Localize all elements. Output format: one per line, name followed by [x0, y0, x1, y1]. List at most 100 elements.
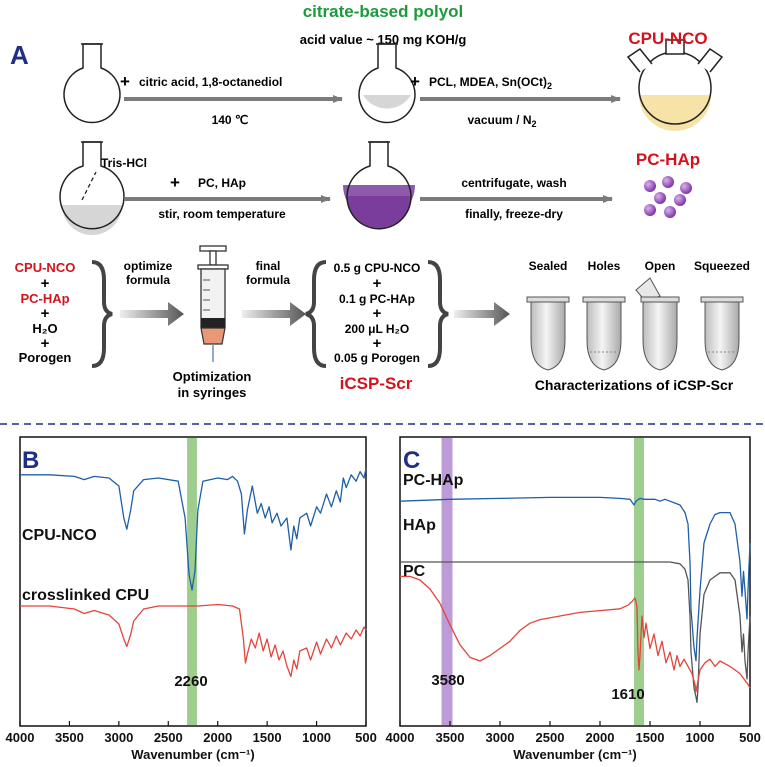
row1-step1-condition: 140 ℃: [212, 113, 249, 127]
row2-step2-condition: finally, freeze-dry: [465, 207, 563, 221]
component-pc-hap: PC-HAp: [20, 291, 69, 306]
plus-icon: +: [170, 173, 180, 192]
polyol-title: citrate-based polyol: [303, 2, 464, 21]
flask-empty: [63, 43, 121, 124]
tube-label-sealed: Sealed: [529, 259, 568, 273]
arrow-final: [242, 302, 306, 326]
chart-c-xtick-label-500: 500: [739, 730, 761, 745]
pc-hap-title: PC-HAp: [636, 150, 700, 169]
formula-item-2: 0.1 g PC-HAp: [339, 292, 415, 306]
plus-icon: +: [41, 305, 50, 322]
component-cpu-nco: CPU-NCO: [15, 260, 76, 275]
panel-a: A citrate-based polyol acid value ~ 150 …: [10, 2, 750, 400]
chart-c-band-1610: [634, 438, 644, 725]
tube-open-icon: [635, 277, 680, 371]
tube-label-open: Open: [645, 259, 676, 273]
formula-item-1: 0.5 g CPU-NCO: [334, 261, 421, 275]
component-water: H₂O: [32, 321, 57, 336]
flask-pc: [343, 141, 415, 230]
row1-step2-condition: vacuum / N2: [467, 113, 536, 129]
chart-b-band-2260: [187, 438, 197, 725]
chart-c-xtick-label-4000: 4000: [386, 730, 415, 745]
chart-c-xtick-label-2000: 2000: [586, 730, 615, 745]
chart-c-annotation-3580: 3580: [431, 672, 464, 689]
acid-value-label: acid value ~ 150 mg KOH/g: [300, 32, 467, 47]
formula-item-3: 200 μL H₂O: [345, 322, 409, 336]
syringe-caption-1: Optimization: [173, 369, 252, 384]
characterization-caption: Characterizations of iCSP-Scr: [535, 377, 734, 393]
plus-icon: +: [373, 335, 382, 352]
plus-icon: +: [120, 72, 130, 91]
component-porogen: Porogen: [19, 350, 72, 365]
tube-holes-icon: [582, 296, 626, 371]
chart-c-xtick-label-3000: 3000: [486, 730, 515, 745]
chart-c-series-label-hap: HAp: [403, 517, 436, 534]
final-label-1: final: [256, 259, 281, 273]
chart-b-xlabel: Wavenumber (cm⁻¹): [131, 747, 254, 762]
row1-step2-reagents: PCL, MDEA, Sn(OCt)2: [429, 75, 552, 91]
formula-item-4: 0.05 g Porogen: [334, 351, 420, 365]
chart-c-xtick-label-2500: 2500: [536, 730, 565, 745]
chart-c-series-pc: [400, 575, 751, 693]
chart-b-xtick-label-4000: 4000: [6, 730, 35, 745]
cpu-nco-title: CPU-NCO: [628, 29, 707, 48]
chart-b-series-cpu-nco: [20, 468, 367, 591]
right-brace-formula: [427, 260, 449, 368]
row1-step1-reagents: citric acid, 1,8-octanediol: [139, 75, 282, 89]
chart-b-xtick-label-500: 500: [355, 730, 377, 745]
chart-b-xtick-label-2500: 2500: [154, 730, 183, 745]
plus-icon: +: [41, 275, 50, 292]
panel-a-label: A: [10, 40, 29, 70]
chart-b-xtick-label-1500: 1500: [253, 730, 282, 745]
chart-c-band-3530: [441, 438, 453, 725]
chart-c-annotation-1610: 1610: [611, 686, 644, 703]
chart-c-xtick-label-1000: 1000: [686, 730, 715, 745]
chart-c-series-pc-hap: [399, 496, 751, 662]
arrow-optimize: [120, 302, 184, 326]
chart-c-xtick-label-3500: 3500: [436, 730, 465, 745]
chart-b-frame: [19, 436, 367, 727]
plus-icon: +: [373, 275, 382, 292]
tris-hcl-label: Tris-HCl: [101, 156, 147, 170]
left-brace-formula: [305, 260, 327, 368]
chart-c-series-label-pc: PC: [403, 563, 426, 580]
plus-icon: +: [373, 305, 382, 322]
optimize-label-1: optimize: [124, 259, 173, 273]
final-label-2: formula: [246, 273, 290, 287]
chart-c-series-label-pc-hap: PC-HAp: [403, 472, 464, 489]
chart-c-series-hap: [400, 561, 751, 704]
flask-cpu-nco: [626, 39, 724, 131]
chart-c-frame: [399, 436, 751, 727]
row2-step2-reagents: centrifugate, wash: [461, 176, 566, 190]
row2-step1-reagents: PC, HAp: [198, 176, 246, 190]
tube-label-holes: Holes: [588, 259, 621, 273]
chart-b-series-crosslinked-cpu: [20, 603, 367, 678]
chart-c-xlabel: Wavenumber (cm⁻¹): [513, 747, 636, 762]
plus-icon: +: [410, 72, 420, 91]
chart-b-xtick-label-3500: 3500: [55, 730, 84, 745]
arrow-characterize: [454, 302, 510, 326]
chart-c-xtick-label-1500: 1500: [636, 730, 665, 745]
right-brace-left: [91, 260, 113, 368]
syringe-icon: [197, 245, 229, 362]
pc-hap-particles: [644, 176, 692, 218]
optimize-label-2: formula: [126, 273, 170, 287]
chart-c-panel-label: C: [403, 447, 420, 474]
plus-icon: +: [41, 335, 50, 352]
syringe-caption-2: in syringes: [178, 385, 247, 400]
chart-b-panel-label: B: [22, 447, 39, 474]
flask-tris-hcl: [59, 141, 125, 235]
tube-label-squeezed: Squeezed: [694, 259, 750, 273]
tube-sealed-icon: [526, 296, 570, 371]
chart-b-xtick-label-3000: 3000: [104, 730, 133, 745]
product-name: iCSP-Scr: [340, 374, 413, 393]
chart-b-xtick-label-1000: 1000: [302, 730, 331, 745]
tube-squeezed-icon: [700, 296, 744, 371]
flask-polyol: [358, 43, 416, 124]
chart-b-series-label-cpu-nco: CPU-NCO: [22, 527, 97, 544]
row2-step1-condition: stir, room temperature: [158, 207, 286, 221]
chart-b-annotation-2260: 2260: [174, 673, 207, 690]
